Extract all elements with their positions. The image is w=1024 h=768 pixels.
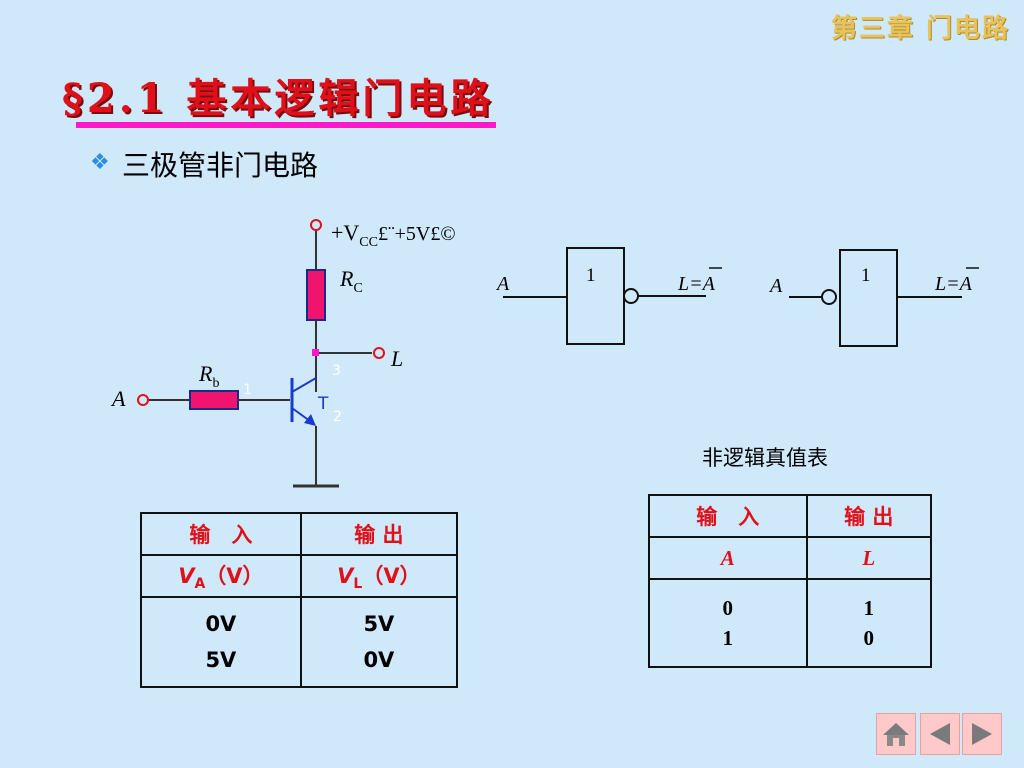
inversion-bubble bbox=[623, 288, 639, 304]
chapter-label: 第三章 门电路 bbox=[830, 14, 1010, 44]
subtitle: 三极管非门电路 bbox=[122, 149, 319, 182]
output-voltage-header: VL（V） bbox=[299, 554, 459, 598]
header-output: 输 出 bbox=[805, 494, 933, 538]
gate2-symbol: 1 bbox=[861, 265, 871, 286]
diamond-bullet-icon: ❖ bbox=[90, 150, 110, 175]
gate1-output-label: L=A bbox=[677, 273, 716, 295]
inversion-bubble bbox=[821, 289, 837, 305]
rc-resistor bbox=[306, 269, 326, 321]
previous-slide-button[interactable] bbox=[920, 713, 960, 755]
svg-text:Rb: Rb bbox=[198, 361, 219, 391]
rb-label: R bbox=[198, 361, 213, 386]
svg-text:+VCC£¨+5V£©: +VCC£¨+5V£© bbox=[331, 220, 456, 250]
truth-table-caption: 非逻辑真值表 bbox=[702, 446, 828, 470]
pin2-label: 2 bbox=[333, 409, 342, 425]
output-terminal bbox=[373, 347, 385, 359]
not-gate-1 bbox=[566, 247, 625, 345]
title-underline bbox=[76, 122, 496, 128]
next-arrow-icon bbox=[972, 723, 992, 745]
input-label: A bbox=[110, 386, 126, 411]
var-output: L bbox=[805, 536, 933, 580]
header-output: 输 出 bbox=[299, 512, 459, 556]
header-input: 输 入 bbox=[140, 512, 302, 556]
next-slide-button[interactable] bbox=[962, 713, 1002, 755]
page-title: §2.1 基本逻辑门电路 bbox=[62, 75, 495, 122]
pin3-label: 3 bbox=[332, 363, 341, 379]
prev-arrow-icon bbox=[930, 723, 950, 745]
home-button[interactable] bbox=[876, 713, 916, 755]
pin1-label: 1 bbox=[243, 382, 252, 398]
svg-text:RC: RC bbox=[339, 266, 363, 296]
junction-dot bbox=[312, 349, 319, 356]
header-input: 输 入 bbox=[648, 494, 808, 538]
gate2-output-label: L=A bbox=[934, 273, 973, 295]
rc-label: R bbox=[339, 266, 354, 291]
vcc-terminal bbox=[310, 219, 322, 231]
rb-resistor bbox=[189, 390, 239, 410]
var-input: A bbox=[648, 536, 808, 580]
home-icon bbox=[883, 723, 909, 746]
input-voltage-header: VA（V） bbox=[140, 554, 302, 598]
gate1-input-label: A bbox=[495, 273, 510, 295]
output-label: L bbox=[390, 346, 403, 371]
gate1-symbol: 1 bbox=[586, 265, 596, 286]
vcc-label: +V bbox=[331, 220, 359, 245]
transistor-label: T bbox=[317, 394, 329, 414]
input-terminal bbox=[137, 394, 149, 406]
gate2-input-label: A bbox=[768, 275, 783, 297]
